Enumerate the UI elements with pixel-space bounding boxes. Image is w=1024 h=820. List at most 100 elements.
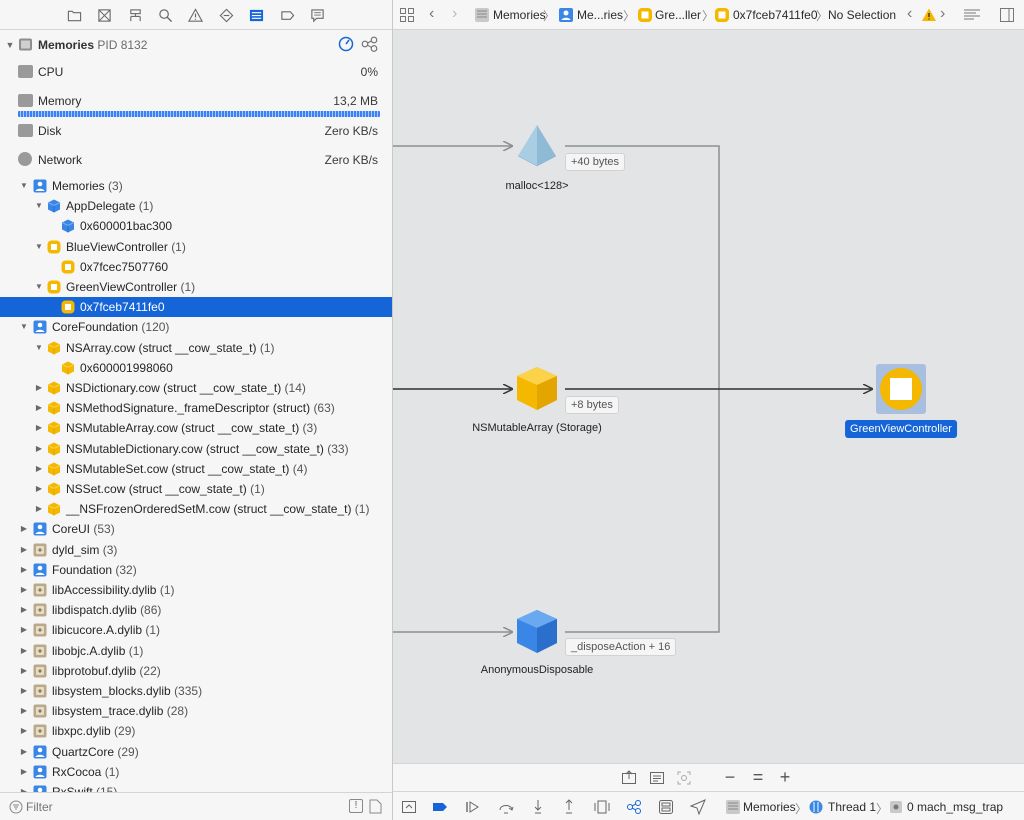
- tree-row[interactable]: ▶libicucore.A.dylib (1): [0, 620, 392, 640]
- disclosure-collapsed-icon[interactable]: ▶: [19, 545, 29, 555]
- zoom-out-icon[interactable]: −: [721, 768, 739, 786]
- tree-row[interactable]: ▶libAccessibility.dylib (1): [0, 580, 392, 600]
- disclosure-collapsed-icon[interactable]: ▶: [34, 403, 44, 413]
- tree-row[interactable]: ▼GreenViewController (1): [0, 277, 392, 297]
- disclosure-collapsed-icon[interactable]: ▶: [19, 706, 29, 716]
- disclosure-expanded-icon[interactable]: ▼: [34, 343, 44, 353]
- back-arrow-icon[interactable]: ‹: [429, 5, 434, 23]
- disclosure-collapsed-icon[interactable]: ▶: [19, 666, 29, 676]
- graph-layout-icon[interactable]: [648, 769, 666, 787]
- tree-row[interactable]: ▶CoreUI (53): [0, 519, 392, 539]
- report-icon[interactable]: [309, 7, 325, 23]
- disclosure-collapsed-icon[interactable]: ▶: [34, 504, 44, 514]
- tree-row[interactable]: 0x600001bac300: [0, 216, 392, 236]
- zoom-in-icon[interactable]: +: [776, 768, 794, 786]
- tree-row[interactable]: ▶NSMutableSet.cow (struct __cow_state_t)…: [0, 459, 392, 479]
- step-out-icon[interactable]: [560, 798, 578, 816]
- issue-icon[interactable]: [187, 7, 203, 23]
- disclosure-triangle-icon[interactable]: ▼: [5, 40, 15, 50]
- breadcrumb-item[interactable]: 0x7fceb7411fe0: [733, 8, 818, 22]
- simulate-location-icon[interactable]: [689, 798, 707, 816]
- tree-row[interactable]: ▶RxCocoa (1): [0, 762, 392, 782]
- disclosure-collapsed-icon[interactable]: ▶: [19, 767, 29, 777]
- disposable-node-icon[interactable]: [517, 610, 557, 653]
- folder-icon[interactable]: [66, 7, 82, 23]
- breadcrumb-item[interactable]: Me...ries: [577, 8, 623, 22]
- disclosure-collapsed-icon[interactable]: ▶: [34, 423, 44, 433]
- warning-icon[interactable]: [921, 7, 937, 23]
- disclosure-expanded-icon[interactable]: ▼: [19, 181, 29, 191]
- tree-row[interactable]: ▶NSMethodSignature._frameDescriptor (str…: [0, 398, 392, 418]
- disclosure-collapsed-icon[interactable]: ▶: [19, 524, 29, 534]
- tree-row[interactable]: ▶QuartzCore (29): [0, 742, 392, 762]
- forward-arrow-icon[interactable]: ›: [452, 5, 457, 23]
- tree-row[interactable]: ▶libobjc.A.dylib (1): [0, 641, 392, 661]
- nsmutablearray-node-icon[interactable]: [517, 367, 557, 410]
- disclosure-collapsed-icon[interactable]: ▶: [19, 565, 29, 575]
- debug-frame-name[interactable]: 0 mach_msg_trap: [907, 800, 1003, 814]
- inspector-toggle-icon[interactable]: [999, 7, 1015, 23]
- tree-row[interactable]: ▶libsystem_blocks.dylib (335): [0, 681, 392, 701]
- minimap-icon[interactable]: [963, 7, 981, 23]
- breakpoint-icon[interactable]: [279, 7, 295, 23]
- tree-row[interactable]: ▶NSSet.cow (struct __cow_state_t) (1): [0, 479, 392, 499]
- disclosure-collapsed-icon[interactable]: ▶: [34, 444, 44, 454]
- zoom-actual-icon[interactable]: =: [749, 768, 767, 786]
- disclosure-collapsed-icon[interactable]: ▶: [34, 383, 44, 393]
- related-items-icon[interactable]: [399, 7, 415, 23]
- tree-row[interactable]: ▶libsystem_trace.dylib (28): [0, 701, 392, 721]
- process-header[interactable]: ▼ Memories PID 8132: [0, 32, 392, 58]
- gauge-network[interactable]: Network Zero KB/s: [0, 150, 392, 170]
- zoom-to-fit-icon[interactable]: [675, 769, 693, 787]
- breakpoints-toggle-icon[interactable]: [431, 798, 449, 816]
- step-over-icon[interactable]: [497, 798, 515, 816]
- disclosure-expanded-icon[interactable]: ▼: [34, 201, 44, 211]
- tree-row[interactable]: ▼NSArray.cow (struct __cow_state_t) (1): [0, 338, 392, 358]
- document-filter-icon[interactable]: [369, 799, 382, 814]
- tree-row[interactable]: ▶__NSFrozenOrderedSetM.cow (struct __cow…: [0, 499, 392, 519]
- symbol-icon[interactable]: [127, 7, 143, 23]
- tree-row[interactable]: ▶NSDictionary.cow (struct __cow_state_t)…: [0, 378, 392, 398]
- disclosure-collapsed-icon[interactable]: ▶: [34, 484, 44, 494]
- export-graph-icon[interactable]: [620, 769, 638, 787]
- malloc-node-icon[interactable]: [518, 125, 556, 166]
- disclosure-collapsed-icon[interactable]: ▶: [19, 605, 29, 615]
- gauge-cpu[interactable]: CPU 0%: [0, 62, 392, 82]
- gauge-icon[interactable]: [338, 36, 354, 52]
- tree-row[interactable]: ▼BlueViewController (1): [0, 237, 392, 257]
- hide-debug-area-icon[interactable]: [400, 798, 418, 816]
- memory-graph-icon[interactable]: [361, 36, 378, 52]
- previous-issue-icon[interactable]: ‹: [907, 5, 912, 23]
- tree-row[interactable]: ▼CoreFoundation (120): [0, 317, 392, 337]
- memory-graph-debugger-icon[interactable]: [625, 798, 643, 816]
- tree-row[interactable]: ▶Foundation (32): [0, 560, 392, 580]
- disclosure-collapsed-icon[interactable]: ▶: [34, 464, 44, 474]
- gauge-disk[interactable]: Disk Zero KB/s: [0, 121, 392, 141]
- tree-row[interactable]: ▶NSMutableArray.cow (struct __cow_state_…: [0, 418, 392, 438]
- source-control-icon[interactable]: [96, 7, 112, 23]
- find-icon[interactable]: [157, 7, 173, 23]
- debug-icon[interactable]: [248, 7, 264, 23]
- debug-process-name[interactable]: Memories: [743, 800, 796, 814]
- tree-row[interactable]: ▶dyld_sim (3): [0, 540, 392, 560]
- tree-row[interactable]: ▼Memories (3): [0, 176, 392, 196]
- tree-row[interactable]: ▶libdispatch.dylib (86): [0, 600, 392, 620]
- filter-input[interactable]: [6, 798, 346, 816]
- tree-row[interactable]: ▶libprotobuf.dylib (22): [0, 661, 392, 681]
- disclosure-collapsed-icon[interactable]: ▶: [19, 726, 29, 736]
- environment-overrides-icon[interactable]: [657, 798, 675, 816]
- root-node-label[interactable]: GreenViewController: [845, 420, 957, 438]
- disclosure-collapsed-icon[interactable]: ▶: [19, 585, 29, 595]
- disclosure-collapsed-icon[interactable]: ▶: [19, 625, 29, 635]
- disclosure-collapsed-icon[interactable]: ▶: [19, 686, 29, 696]
- breadcrumb-item[interactable]: Gre...ller: [655, 8, 701, 22]
- tree-row[interactable]: ▶libxpc.dylib (29): [0, 721, 392, 741]
- disclosure-collapsed-icon[interactable]: ▶: [19, 646, 29, 656]
- disclosure-expanded-icon[interactable]: ▼: [19, 322, 29, 332]
- breadcrumb-item[interactable]: Memories: [493, 8, 546, 22]
- disclosure-expanded-icon[interactable]: ▼: [34, 242, 44, 252]
- step-into-icon[interactable]: [529, 798, 547, 816]
- next-issue-icon[interactable]: ›: [940, 5, 945, 23]
- disclosure-expanded-icon[interactable]: ▼: [34, 282, 44, 292]
- tree-row[interactable]: ▶NSMutableDictionary.cow (struct __cow_s…: [0, 439, 392, 459]
